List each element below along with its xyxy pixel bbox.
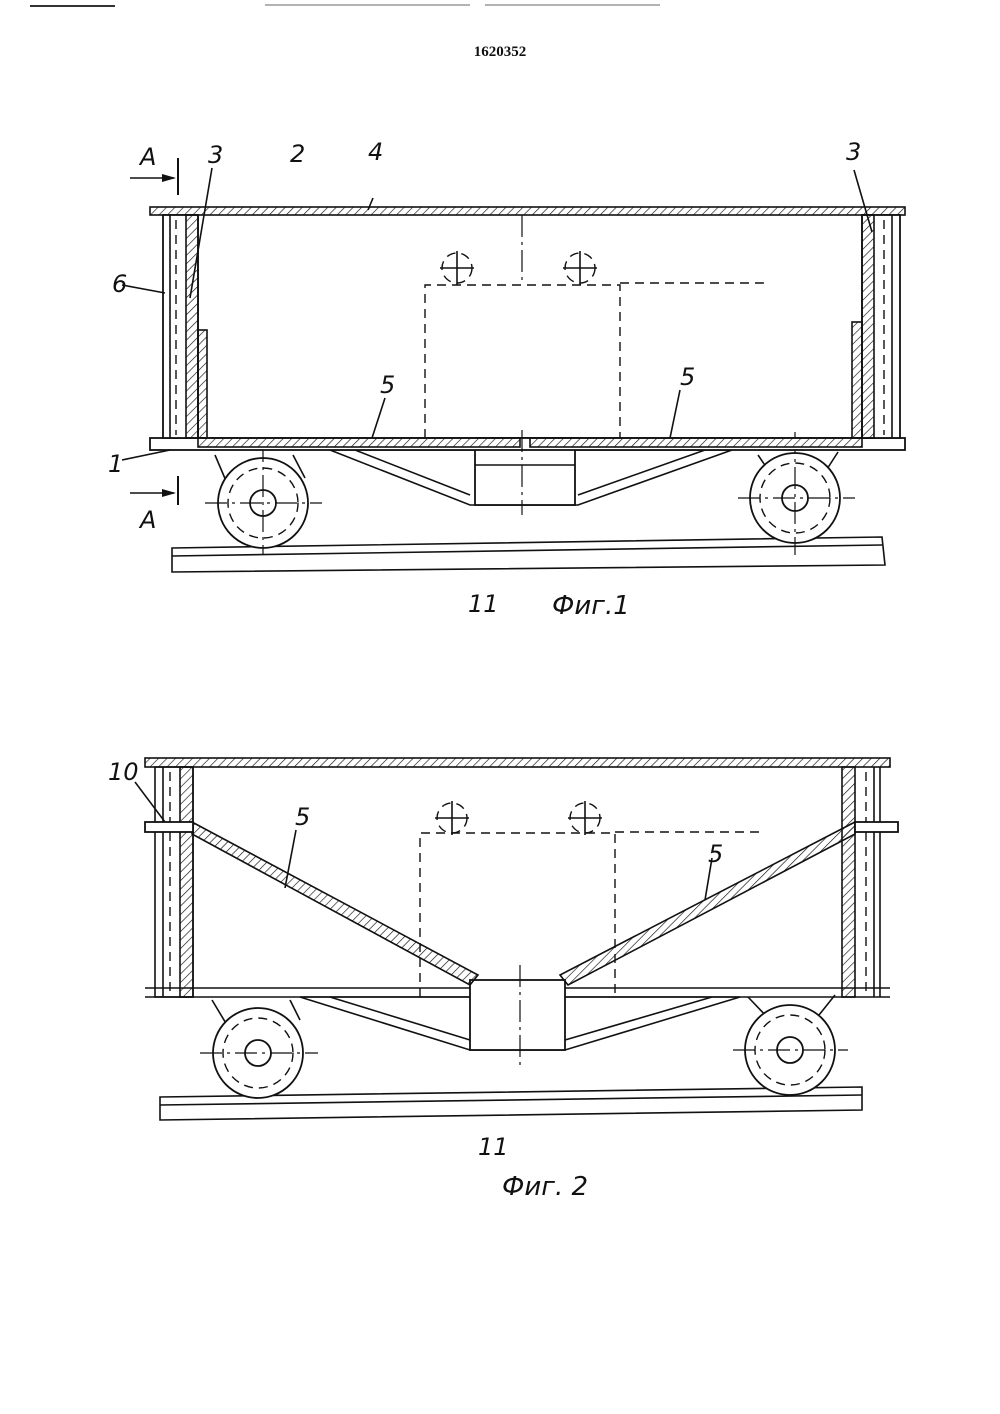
- section-label-top: А: [138, 143, 156, 171]
- floor-right: [529, 437, 863, 448]
- figure-1-caption: Фиг.1: [552, 591, 630, 621]
- wheel-left: [205, 440, 322, 555]
- label-5-left: 5: [295, 803, 310, 831]
- wall-left: [144, 766, 194, 998]
- chassis-brace: [329, 996, 471, 1041]
- floor-left: [197, 437, 521, 448]
- chassis-brace: [564, 996, 713, 1041]
- label-6: 6: [112, 270, 127, 298]
- rail-edge: [171, 544, 883, 557]
- wall-right: [841, 766, 899, 998]
- wheel-right: [738, 432, 855, 555]
- wheel-support: [292, 454, 306, 479]
- label-5-left: 5: [380, 371, 395, 399]
- scan-border-lines: [30, 4, 660, 7]
- label-11: 11: [478, 1133, 509, 1161]
- chute: [469, 979, 566, 1051]
- label-4: 4: [368, 138, 383, 166]
- pin-10: [144, 821, 194, 833]
- wall-left: [162, 214, 208, 439]
- section-mark-a: А А: [130, 143, 179, 534]
- pin-right: [854, 821, 899, 833]
- label-1: 1: [108, 450, 123, 478]
- floor-left-inclined: [191, 820, 480, 987]
- wheel-left: [200, 1007, 318, 1099]
- top-plate: [149, 206, 906, 216]
- rail: [171, 536, 886, 573]
- label-2: 2: [290, 140, 305, 168]
- leader-lines: [134, 781, 713, 901]
- label-11: 11: [468, 590, 499, 618]
- rail: [159, 1086, 863, 1121]
- frame-base: [145, 987, 890, 998]
- section-label-bottom: А: [138, 506, 156, 534]
- figure-2: 10 5 5 11 Фиг. 2: [108, 757, 899, 1202]
- label-10: 10: [108, 758, 139, 786]
- label-5-right: 5: [680, 363, 695, 391]
- top-plate: [144, 757, 891, 768]
- figure-2-caption: Фиг. 2: [502, 1172, 588, 1202]
- rail-edge: [159, 1094, 863, 1106]
- chassis-brace: [354, 449, 471, 496]
- wheel-right: [733, 1004, 848, 1096]
- label-3-left: 3: [208, 141, 223, 169]
- hidden-mechanism: [424, 215, 770, 515]
- label-3-right: 3: [846, 138, 861, 166]
- arrow-icon: [162, 489, 176, 497]
- wheel-support: [289, 999, 301, 1021]
- wall-right: [851, 214, 901, 439]
- leader-lines: [121, 167, 873, 461]
- label-5-right: 5: [708, 840, 723, 868]
- figure-1: А А 3 2 4 3 6 5 5 1 11 Фиг.1: [108, 138, 906, 621]
- arrow-icon: [162, 174, 176, 182]
- chassis-brace: [577, 449, 706, 496]
- hidden-mechanism: [419, 801, 760, 1065]
- patent-number: 1620352: [474, 44, 527, 60]
